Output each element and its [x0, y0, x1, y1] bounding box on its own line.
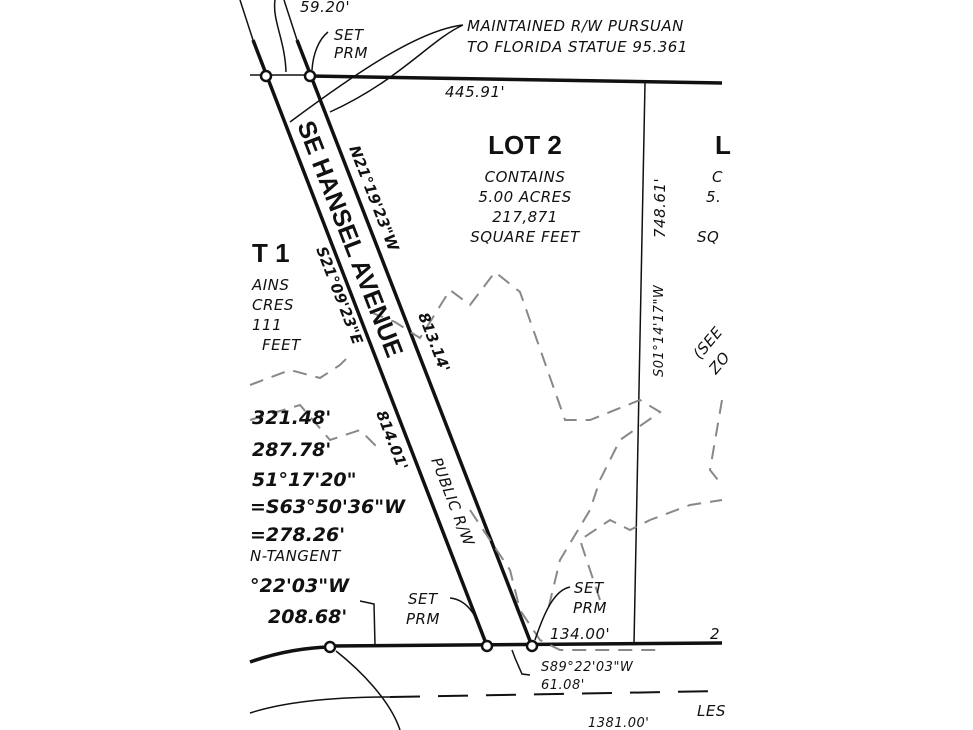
monument-marker [303, 69, 317, 83]
lot3-line: C [712, 168, 723, 186]
monument-marker [259, 69, 273, 83]
lot3-line: 5. [706, 188, 721, 206]
curve-line: 51°17'20" [252, 469, 357, 491]
dim-bottom-right: 134.00' [550, 625, 610, 643]
note-line-1: MAINTAINED R/W PURSUAN [467, 17, 684, 35]
arrow-leader-set-prm-right [534, 586, 571, 641]
set-prm-label: PRM [406, 610, 440, 628]
curve-line: =278.26' [250, 524, 345, 546]
south-row-line [249, 696, 391, 714]
contour-dashed-2 [249, 399, 723, 651]
dim-bottom-right-cut: 2 [710, 625, 720, 643]
dim-top-left: 59.20' [300, 0, 350, 16]
arrow-leader-set-prm-top [311, 31, 329, 71]
dim-bottom-bearing: S89°22'03"W [541, 660, 634, 675]
monument-marker [480, 639, 494, 653]
curve-line: 321.48' [252, 407, 331, 429]
set-prm-label: PRM [573, 599, 607, 617]
north-boundary-line-thick [309, 74, 723, 85]
dim-bottom-far: 1381.00' [588, 716, 649, 730]
set-prm-label: SET [408, 590, 439, 608]
dim-top-line: 445.91' [445, 83, 505, 101]
lot2-line: CONTAINS [485, 168, 566, 186]
arrow-leader-bottom [335, 650, 401, 730]
lot2-line: 5.00 ACRES [478, 188, 571, 206]
road-type: PUBLIC R/W [427, 455, 478, 549]
arrow-leader-61 [511, 649, 531, 676]
arrow-leader-208 [359, 600, 376, 646]
dim-lot-line-length: 748.61' [651, 178, 669, 238]
set-prm-label: SET [574, 579, 605, 597]
note-line-2: TO FLORIDA STATUE 95.361 [467, 38, 688, 56]
set-prm-label: PRM [334, 44, 368, 62]
arrow-leader-set-prm-left [449, 597, 486, 641]
lot2-line: SQUARE FEET [470, 228, 581, 246]
lot1-line: 111 [252, 316, 282, 334]
south-curve [249, 645, 331, 664]
monument-marker [323, 640, 337, 654]
road-west-upper [239, 0, 254, 41]
set-prm-label: SET [334, 26, 365, 44]
arrow-leader-note [289, 24, 464, 123]
curve-line: N-TANGENT [250, 547, 342, 565]
dim-lot-line-bearing: S01°14'17"W [652, 284, 667, 377]
row-dashed-line [389, 690, 723, 698]
lot1-line: AINS [251, 276, 289, 294]
road-east-upper [283, 0, 298, 41]
lot3-line: SQ [697, 228, 719, 246]
les-label: LES [697, 702, 726, 720]
lot2-title: LOT 2 [488, 130, 562, 160]
curve-line: 287.78' [252, 439, 331, 461]
dim-bottom-length: 61.08' [541, 678, 585, 693]
road-west-line [251, 39, 489, 647]
monument-marker [525, 639, 539, 653]
lot1-title: T 1 [252, 238, 290, 268]
dim-east-length: 813.14' [414, 310, 453, 375]
lot3-title: L [715, 130, 731, 160]
curve-line: =S63°50'36"W [250, 496, 406, 518]
dim-lower-left-length: 208.68' [268, 606, 347, 628]
lot1-line: CRES [252, 296, 294, 314]
lot-line [633, 82, 646, 645]
lot2-line: 217,871 [492, 208, 558, 226]
contour-dashed [249, 270, 662, 611]
lot1-line: FEET [262, 336, 302, 354]
dim-lower-left-bearing: °22'03"W [250, 575, 350, 597]
road-east-line [295, 39, 534, 647]
arrow-leader-59 [273, 0, 287, 73]
